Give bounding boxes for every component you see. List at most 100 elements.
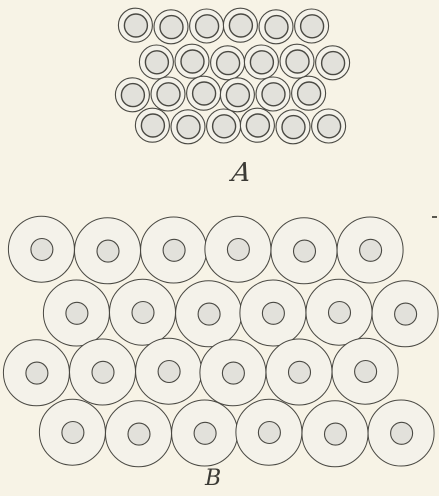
cell-lumen [157, 83, 180, 106]
cell-a-0-4 [259, 10, 293, 44]
cell-lumen [121, 84, 144, 107]
cell-lumen [262, 302, 284, 324]
panel-b-label: B [205, 466, 221, 491]
cell-b-0-3 [205, 216, 271, 282]
cell-a-3-4 [276, 110, 310, 144]
cell-lumen [227, 239, 249, 261]
cell-lumen [217, 52, 240, 75]
cell-lumen [229, 14, 252, 37]
cell-lumen [286, 50, 309, 73]
cell-a-2-0 [115, 78, 149, 112]
cell-b-0-1 [75, 218, 141, 284]
cell-lumen [194, 422, 216, 444]
cell-a-1-4 [280, 44, 314, 78]
cell-lumen [158, 361, 180, 383]
cell-a-0-2 [190, 9, 224, 43]
cell-lumen [124, 14, 147, 37]
cell-lumen [360, 239, 382, 261]
cell-b-2-2 [136, 338, 202, 404]
panel-a-cells [115, 8, 349, 144]
cell-lumen [92, 361, 114, 383]
cell-lumen [246, 114, 269, 137]
cell-lumen [97, 240, 119, 262]
cell-lumen [222, 362, 244, 384]
cell-lumen [145, 51, 168, 74]
cell-a-2-4 [256, 77, 290, 111]
cell-lumen [177, 116, 200, 139]
cell-b-0-0 [8, 216, 74, 282]
cell-lumen [262, 83, 285, 106]
cell-lumen [355, 361, 377, 383]
cell-b-1-0 [43, 280, 109, 346]
cell-a-2-5 [292, 76, 326, 110]
cell-a-0-0 [118, 8, 152, 42]
cell-a-3-0 [135, 108, 169, 142]
cell-lumen [329, 302, 351, 324]
cell-lumen [226, 84, 249, 107]
cell-lumen [196, 15, 219, 38]
cell-lumen [301, 15, 324, 38]
cell-b-2-0 [3, 340, 69, 406]
cell-lumen [250, 51, 273, 74]
cell-b-1-4 [306, 279, 372, 345]
cell-lumen [395, 303, 417, 325]
cell-lumen [213, 115, 236, 138]
cell-lumen [294, 240, 316, 262]
cell-a-1-3 [244, 45, 278, 79]
cell-lumen [141, 114, 164, 137]
cell-b-1-2 [176, 281, 242, 347]
cell-lumen [160, 16, 183, 39]
cell-lumen [322, 52, 345, 75]
cell-a-1-1 [175, 44, 209, 78]
cell-lumen [193, 82, 216, 105]
cell-lumen [181, 50, 204, 73]
cell-a-0-3 [223, 8, 257, 42]
cell-a-2-2 [187, 76, 221, 110]
cell-lumen [325, 423, 347, 445]
cell-lumen [289, 361, 311, 383]
cell-b-0-4 [271, 218, 337, 284]
cell-a-0-5 [295, 9, 329, 43]
cell-b-2-1 [70, 339, 136, 405]
cell-lumen [128, 423, 150, 445]
cell-a-3-2 [207, 109, 241, 143]
cell-b-0-2 [141, 217, 207, 283]
cell-lumen [26, 362, 48, 384]
cell-lumen [282, 116, 305, 139]
cell-b-3-1 [106, 401, 172, 467]
cell-lumen [132, 302, 154, 324]
cell-lumen [318, 115, 341, 138]
cell-a-1-5 [316, 46, 350, 80]
cell-b-3-3 [236, 399, 302, 465]
cell-b-1-1 [110, 279, 176, 345]
cell-a-3-5 [312, 109, 346, 143]
cell-a-2-1 [151, 77, 185, 111]
cell-b-2-4 [266, 339, 332, 405]
cell-a-3-1 [171, 110, 205, 144]
cell-b-3-4 [302, 401, 368, 467]
cell-lumen [198, 303, 220, 325]
cell-b-1-3 [240, 280, 306, 346]
cell-b-3-5 [368, 400, 434, 466]
cell-lumen [163, 239, 185, 261]
cell-lumen [258, 422, 280, 444]
cell-a-1-0 [139, 45, 173, 79]
cell-a-0-1 [154, 10, 188, 44]
cell-b-3-2 [172, 400, 238, 466]
cell-lumen [265, 16, 288, 39]
panel-a-label: A [230, 158, 253, 188]
cell-b-1-5 [372, 281, 438, 347]
cell-a-1-2 [211, 46, 245, 80]
cell-lumen [298, 82, 321, 105]
cell-lumen [391, 422, 413, 444]
cell-a-3-3 [240, 108, 274, 142]
cell-b-2-3 [200, 340, 266, 406]
edge-tick-mark [432, 216, 437, 218]
panel-b-cells [3, 216, 438, 467]
cell-lumen [66, 302, 88, 324]
cell-b-0-5 [337, 217, 403, 283]
cell-lumen [31, 239, 53, 261]
cell-lumen [62, 422, 84, 444]
cell-a-2-3 [220, 78, 254, 112]
